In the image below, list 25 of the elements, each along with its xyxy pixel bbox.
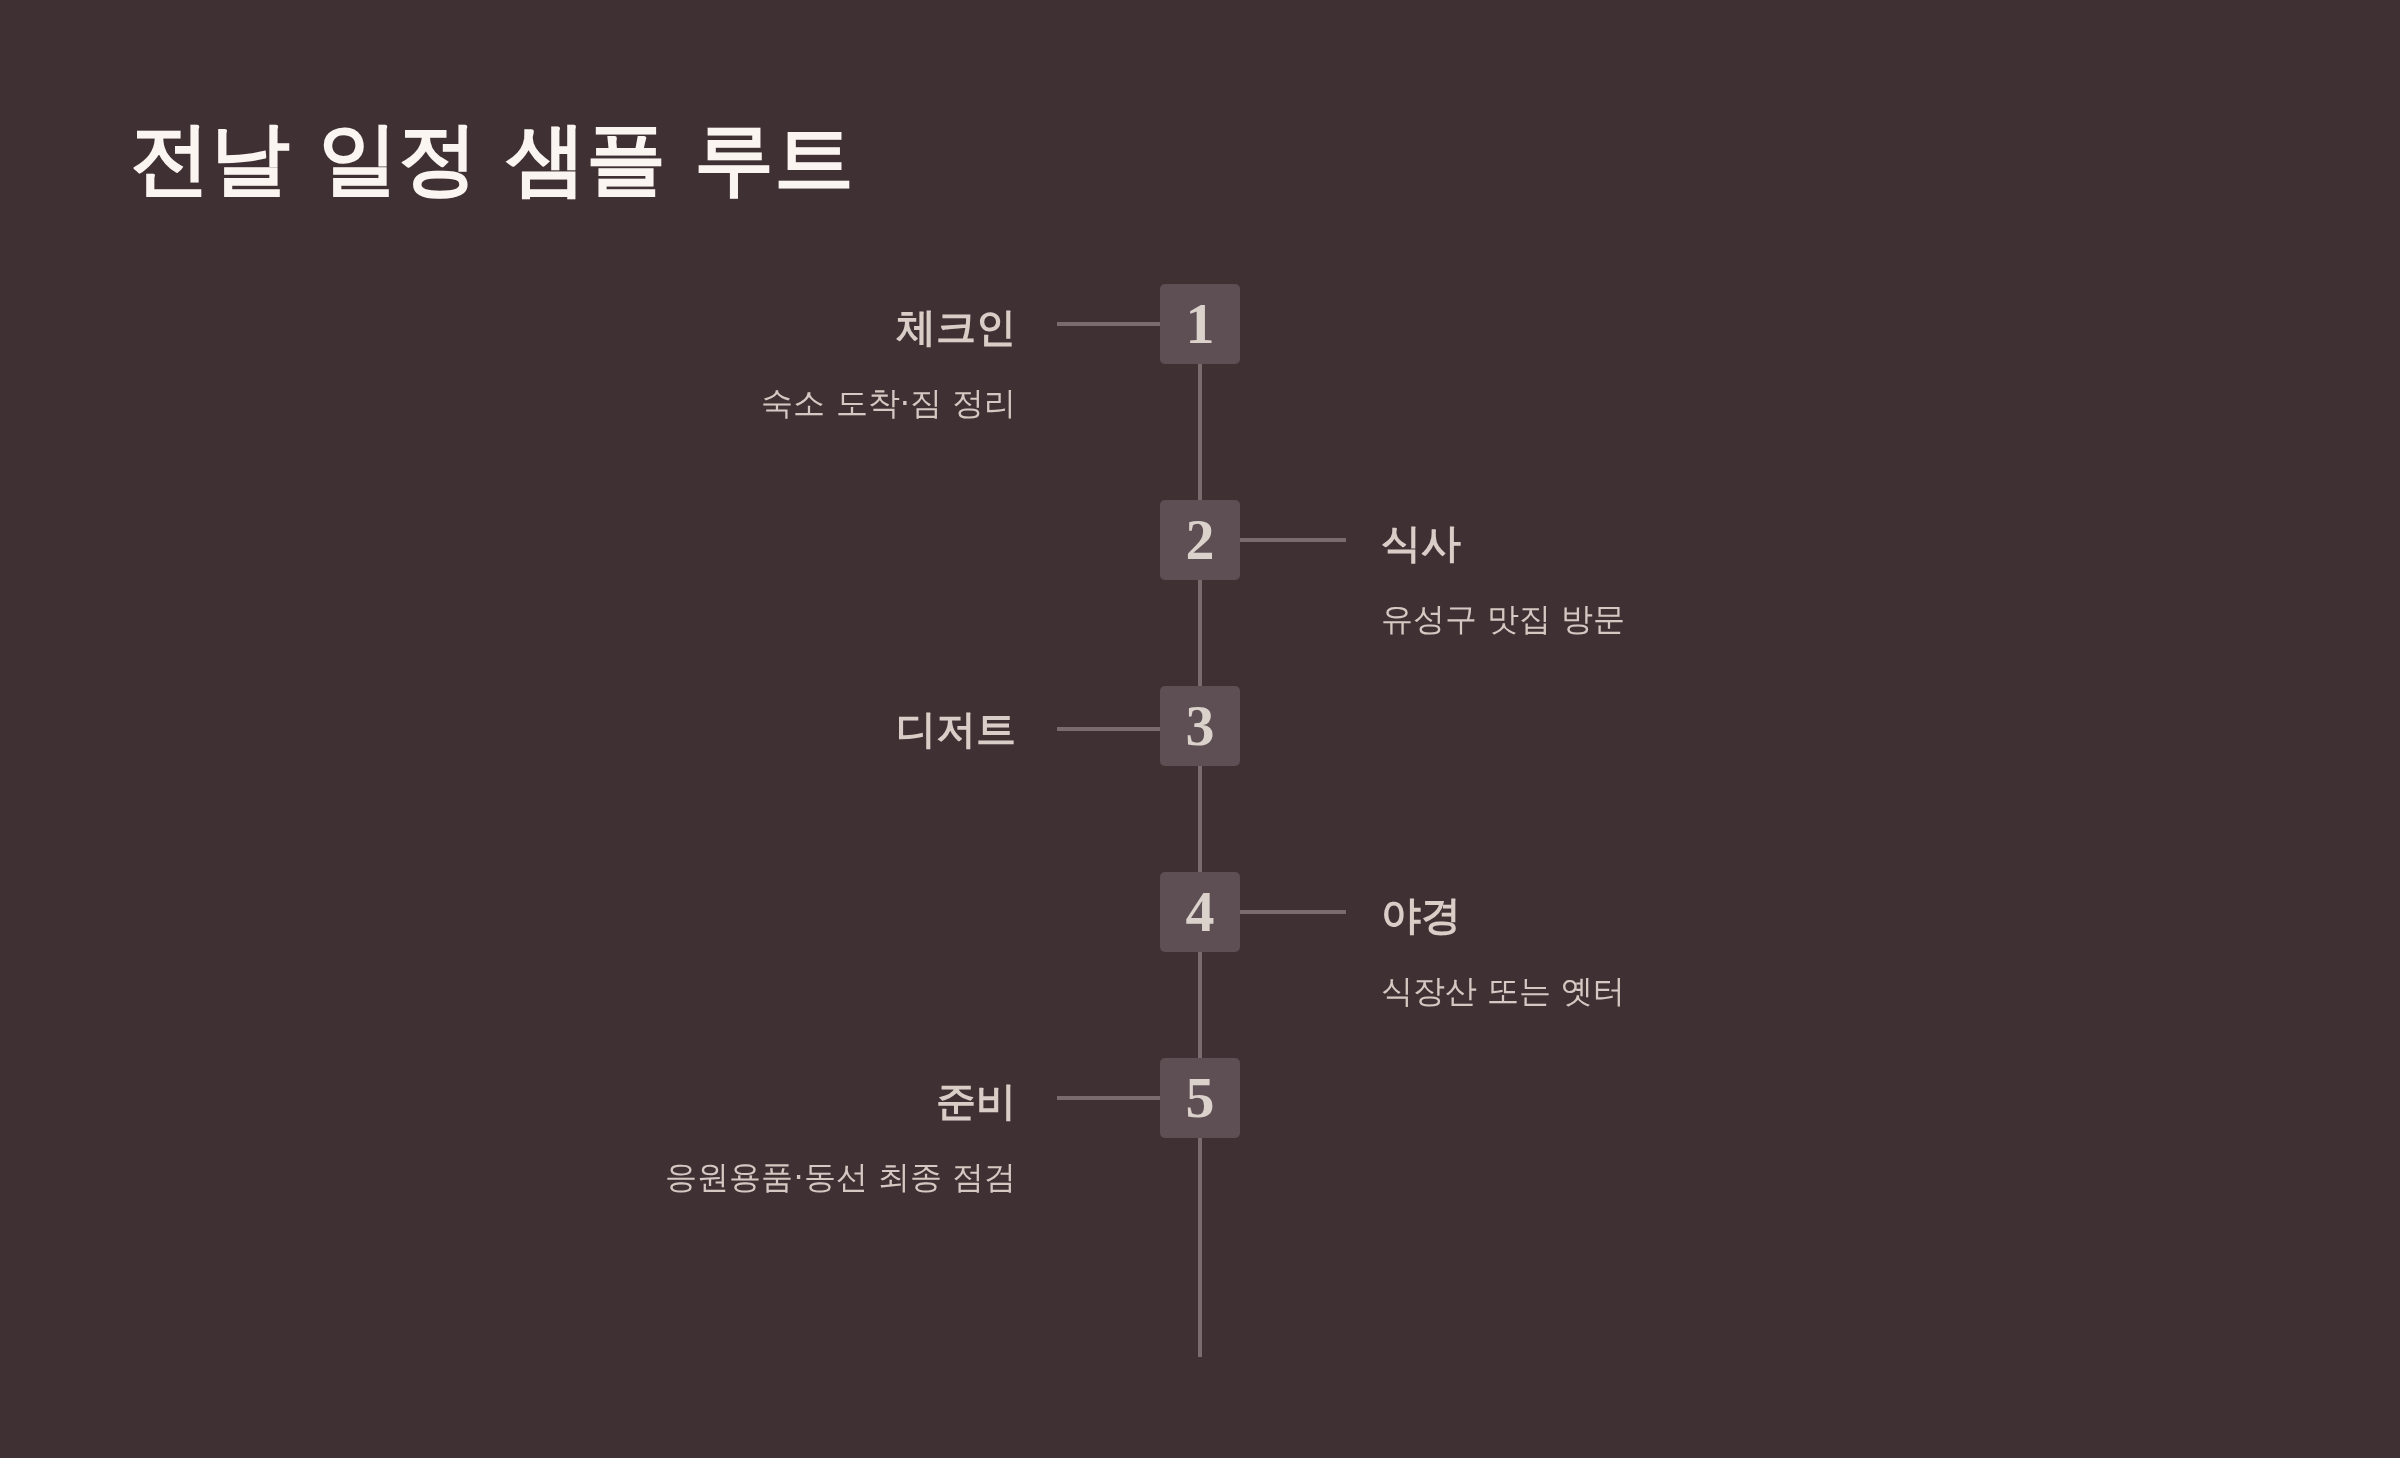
step-description: 유성구 맛집 방문 [1381,599,1626,640]
step-heading: 디저트 [896,705,1016,754]
timeline-line [1198,952,1202,1058]
connector-line [1057,1096,1160,1100]
step-heading: 야경 [1381,891,1461,940]
step-description: 응원용품·동선 최종 점검 [665,1157,1016,1198]
connector-line [1240,910,1346,914]
timeline-line [1198,1138,1202,1357]
step-description: 숙소 도착·짐 정리 [761,383,1016,424]
step-heading: 준비 [936,1077,1016,1126]
connector-line [1057,322,1160,326]
step-description: 식장산 또는 옛터 [1381,971,1626,1012]
timeline-line [1198,364,1202,500]
step-heading: 체크인 [896,303,1016,352]
number-box: 3 [1160,686,1240,766]
connector-line [1240,538,1346,542]
timeline-line [1198,766,1202,872]
number-box: 1 [1160,284,1240,364]
step-heading: 식사 [1381,519,1461,568]
number-box: 2 [1160,500,1240,580]
timeline-line [1198,580,1202,686]
number-box: 4 [1160,872,1240,952]
title: 전날 일정 샘플 루트 [130,111,854,207]
connector-line [1057,727,1160,731]
number-box: 5 [1160,1058,1240,1138]
